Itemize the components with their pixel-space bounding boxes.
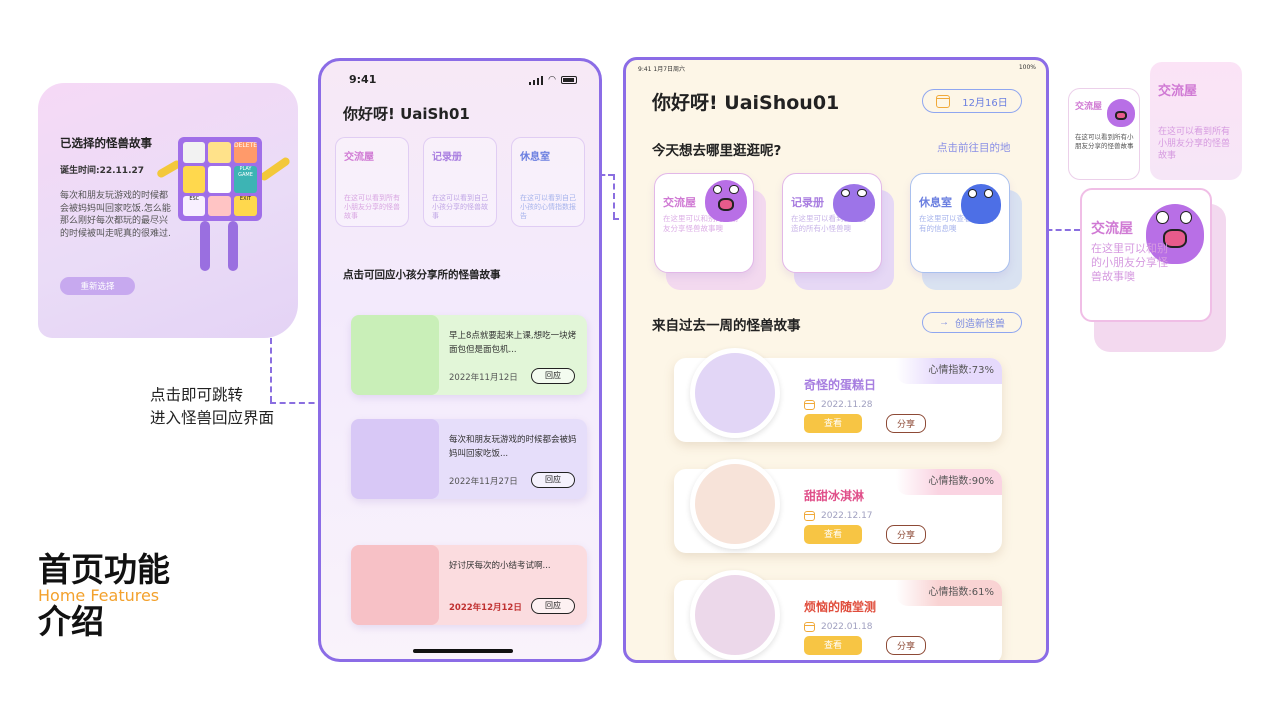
monster-thumbnail [690,348,780,438]
share-button[interactable]: 分享 [886,636,926,655]
section-title-line1: 首页功能 [38,550,170,589]
story-card[interactable]: 好讨厌每次的小结考试啊... 2022年12月12日 回应 [351,545,587,625]
monster-thumbnail [690,570,780,660]
story-image [351,545,439,625]
story-card[interactable]: 早上8点就要起来上课,想吃一块烤面包但是面包机... 2022年11月12日 回… [351,315,587,395]
phone-greeting: 你好呀! UaiSh01 [343,105,470,123]
detail-description: 每次和朋友玩游戏的时候都会被妈妈叫回家吃饭.怎么能那么刚好每次都玩的最尽兴的时候… [60,191,171,239]
monster-story-card[interactable]: 奇怪的蛋糕日 2022.11.28 心情指数:73% 查看 分享 [674,348,1002,442]
selected-story-card: 已选择的怪兽故事 诞生时间:22.11.27 每次和朋友玩游戏的时候都会被妈妈叫… [38,83,298,338]
jump-note: 点击即可跳转 进入怪兽回应界面 [150,386,275,427]
section-title-line2: 介绍 [38,602,104,641]
date-pill[interactable]: 12月16日 [922,89,1022,113]
share-button[interactable]: 分享 [886,414,926,433]
tablet-question: 今天想去哪里逛逛呢? [652,143,782,159]
view-button[interactable]: 查看 [804,414,862,433]
home-indicator [413,649,513,653]
connector-line [1028,229,1080,231]
create-monster-button[interactable]: → 创造新怪兽 [922,312,1022,333]
calendar-icon [936,94,951,108]
floating-card-small: 交流屋 在这可以看到所有小朋友分享的怪兽故事 [1068,88,1140,180]
reply-button[interactable]: 回应 [531,598,575,614]
violet-monster-icon [833,184,875,222]
view-button[interactable]: 查看 [804,636,862,655]
detail-title: 已选择的怪兽故事 [60,136,152,150]
mood-badge: 心情指数:73% [896,358,1002,384]
robot-tile: PLAY GAME [233,166,257,193]
go-destination-link[interactable]: 点击前往目的地 [937,142,1011,154]
share-button[interactable]: 分享 [886,525,926,544]
detail-birth-time: 诞生时间:22.11.27 [60,166,145,176]
robot-tile: EXIT [233,195,257,216]
arrow-right-icon: → [939,317,949,328]
monster-story-card[interactable]: 甜甜冰淇淋 2022.12.17 心情指数:90% 查看 分享 [674,459,1002,553]
status-time: 9:41 [349,73,377,86]
tablet-section-title: 来自过去一周的怪兽故事 [652,318,801,334]
story-card[interactable]: 每次和朋友玩游戏的时候都会被妈妈叫回家吃饭... 2022年11月27日 回应 [351,419,587,499]
calendar-icon [804,511,815,521]
phone-tile-rest[interactable]: 休息室 在这可以看到自己小孩的心情指数报告 [511,137,585,227]
monster-thumbnail [690,459,780,549]
section-title-sub: Home Features [38,586,160,605]
phone-section-title: 点击可回应小孩分享所的怪兽故事 [343,269,501,281]
calendar-icon [804,400,815,410]
tablet-tile-record[interactable]: 记录册 在这里可以看到自己创造的所有小怪兽噢 [782,173,882,273]
reply-button[interactable]: 回应 [531,368,575,384]
purple-monster-icon [1146,204,1204,264]
robot-tile: ESC [183,195,206,216]
battery-icon [561,76,577,84]
phone-mockup: 9:41 ◠ 你好呀! UaiSh01 交流屋 在这可以看到所有小朋友分享的怪兽… [318,58,602,662]
tablet-tile-rest[interactable]: 休息室 在这里可以查看自己所有的信息噢 [910,173,1010,273]
connector-line [270,338,272,402]
status-time: 9:41 1月7日周六 [638,66,686,73]
battery-status: 100% [1018,64,1036,71]
tablet-greeting: 你好呀! UaiShou01 [652,92,840,114]
floating-card-large: 交流屋 在这里可以和别的小朋友分享怪兽故事噢 [1080,188,1212,322]
tablet-tile-exchange[interactable]: 交流屋 在这里可以和别的小朋友分享怪兽故事噢 [654,173,754,273]
mood-badge: 心情指数:90% [896,469,1002,495]
reselect-button[interactable]: 重新选择 [60,277,135,295]
purple-monster-icon [705,180,747,222]
view-button[interactable]: 查看 [804,525,862,544]
blue-monster-icon [961,184,1001,224]
wifi-icon: ◠ [548,75,556,85]
tablet-mockup: 9:41 1月7日周六 100% 你好呀! UaiShou01 12月16日 今… [623,57,1049,663]
mood-badge: 心情指数:61% [896,580,1002,606]
phone-tile-record[interactable]: 记录册 在这可以看到自己小孩分享的怪兽故事 [423,137,497,227]
robot-tile: DELETE [233,142,257,164]
monster-story-card[interactable]: 烦恼的随堂测 2022.01.18 心情指数:61% 查看 分享 [674,570,1002,660]
purple-monster-icon [1107,99,1135,127]
phone-tile-exchange[interactable]: 交流屋 在这可以看到所有小朋友分享的怪兽故事 [335,137,409,227]
reply-button[interactable]: 回应 [531,472,575,488]
connector-line [613,174,615,218]
story-image [351,419,439,499]
floating-card-tall: 交流屋 在这可以看到所有小朋友分享的怪兽故事 [1150,62,1242,180]
story-image [351,315,439,395]
calendar-icon [804,622,815,632]
status-icons: ◠ [528,75,577,85]
signal-icon [528,75,544,85]
